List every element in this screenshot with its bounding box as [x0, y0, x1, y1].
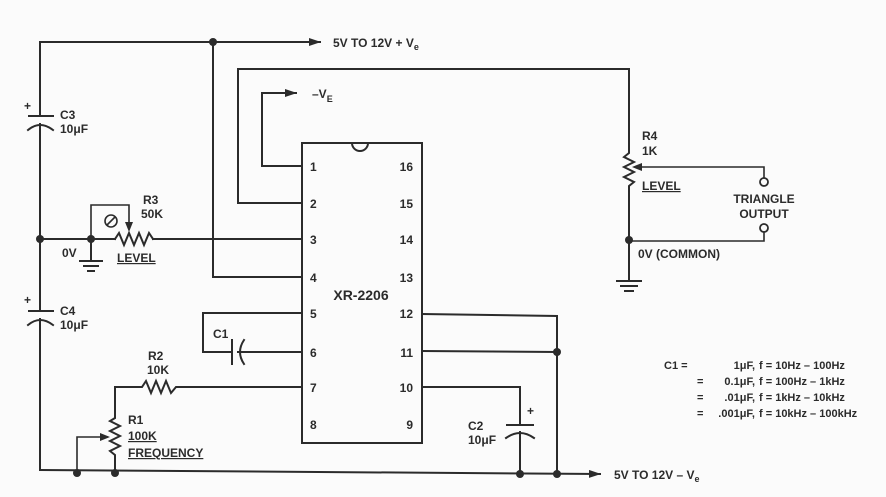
potentiometer-r1: [76, 386, 123, 474]
c1-table-prefix: =: [697, 392, 703, 404]
r4-function: LEVEL: [642, 179, 681, 193]
r3-value: 50K: [141, 207, 163, 221]
ground-icon: [79, 238, 103, 272]
c1-table-frequency: f = 1kHz – 10kHz: [759, 392, 845, 404]
ic-pin-label: 3: [310, 233, 317, 247]
negative-supply-label: 5V TO 12V – Ve: [614, 468, 700, 484]
ic-pin-label: 7: [310, 381, 317, 395]
positive-supply-label: 5V TO 12V + Ve: [333, 36, 419, 52]
pin1-supply-label: –VE: [312, 87, 333, 104]
resistor-r2: [114, 378, 303, 396]
r2-name: R2: [148, 349, 164, 363]
zero-v-label: 0V: [62, 246, 77, 260]
negative-supply-rail: [38, 468, 602, 478]
r3-function: LEVEL: [117, 251, 156, 265]
c2-name: C2: [468, 419, 484, 433]
potentiometer-r4: [621, 149, 769, 242]
ground-icon: [616, 239, 642, 292]
c1-table-prefix: =: [697, 408, 703, 420]
common-label: 0V (COMMON): [638, 247, 720, 261]
ic-left-pins: 1 2 3 4 5 6 7 8: [310, 160, 317, 432]
ic-pin-label: 2: [310, 197, 317, 211]
ic-pin-label: 16: [400, 160, 414, 174]
trimmer-screw-icon: [104, 214, 118, 228]
c4-polarity: +: [24, 293, 31, 307]
capacitor-c2: [504, 424, 536, 475]
c3-value: 10μF: [60, 122, 88, 136]
r2-value: 10K: [147, 363, 169, 377]
r1-name: R1: [128, 413, 144, 427]
c1-table-capacitance: .001μF,: [718, 408, 755, 420]
c1-table-prefix: C1 =: [664, 360, 688, 372]
ic-pin-label: 11: [400, 346, 413, 360]
c1-table-capacitance: .01μF,: [724, 392, 755, 404]
c2-polarity: +: [527, 404, 534, 418]
c1-table-capacitance: 0.1μF,: [724, 376, 755, 388]
c1-table-prefix: =: [697, 376, 703, 388]
ic-pin-label: 6: [310, 346, 317, 360]
ic-pin-label: 15: [400, 197, 414, 211]
ic-pin-label: 13: [400, 271, 414, 285]
c1-name: C1: [213, 327, 229, 341]
r1-function: FREQUENCY: [128, 446, 203, 460]
ic-pin-label: 8: [310, 418, 317, 432]
capacitor-c4: [25, 299, 55, 335]
ic-part-number: XR-2206: [333, 287, 388, 303]
ic-pin-label: 10: [400, 381, 414, 395]
ic-pin-label: 14: [400, 233, 414, 247]
r4-name: R4: [642, 129, 658, 143]
r4-value: 1K: [642, 144, 658, 158]
c4-value: 10μF: [60, 318, 88, 332]
c2-value: 10μF: [468, 433, 496, 447]
triangle-output-label-2: OUTPUT: [739, 207, 789, 221]
c3-polarity: +: [24, 99, 31, 113]
capacitor-c3: [25, 99, 55, 141]
ic-xr2206: [301, 142, 423, 444]
c1-table-frequency: f = 10Hz – 100Hz: [759, 360, 845, 372]
ic-pin-label: 9: [406, 418, 413, 432]
ic-pin-label: 4: [310, 271, 317, 285]
c3-name: C3: [60, 108, 76, 122]
r1-value: 100K: [128, 429, 157, 443]
positive-supply-rail: [39, 38, 321, 278]
c1-table-frequency: f = 100Hz – 1kHz: [759, 376, 845, 388]
triangle-output-label-1: TRIANGLE: [733, 192, 794, 206]
r3-name: R3: [143, 193, 159, 207]
ic-pin-label: 5: [310, 307, 317, 321]
capacitor-c1: [202, 312, 303, 366]
c1-table-frequency: f = 10kHz – 100kHz: [759, 408, 858, 420]
ic-pin-label: 1: [310, 160, 317, 174]
junction-dot: [553, 348, 561, 356]
ic-right-pins: 16 15 14 13 12 11 10 9: [400, 160, 414, 432]
c4-name: C4: [60, 304, 76, 318]
c1-table-capacitance: 1μF,: [734, 360, 755, 372]
c1-frequency-table: C1 = 1μF, f = 10Hz – 100Hz = 0.1μF, f = 100Hz…: [664, 360, 858, 420]
ic-pin-label: 12: [400, 307, 414, 321]
ic-notch-icon: [351, 142, 369, 152]
